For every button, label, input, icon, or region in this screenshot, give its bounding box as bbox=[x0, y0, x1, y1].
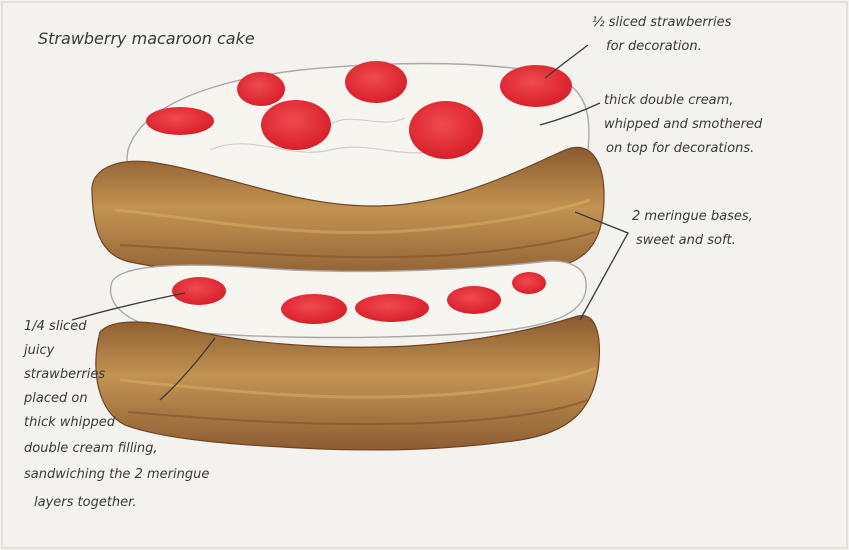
annotation-line: ½ sliced strawberries bbox=[592, 15, 732, 30]
strawberry-filling bbox=[512, 272, 546, 294]
strawberry-top bbox=[237, 72, 285, 106]
annotation-line: 2 meringue bases, bbox=[632, 209, 753, 224]
annotation-line: thick double cream, bbox=[604, 93, 733, 108]
annotation-line: 1/4 sliced bbox=[24, 319, 87, 334]
strawberry-filling bbox=[281, 294, 347, 324]
strawberry-top bbox=[409, 101, 483, 159]
annotation-line: on top for decorations. bbox=[606, 141, 754, 156]
annotation-line: whipped and smothered bbox=[604, 117, 763, 132]
strawberry-filling bbox=[355, 294, 429, 322]
annotation-line: placed on bbox=[23, 391, 88, 406]
drawing-title: Strawberry macaroon cake bbox=[38, 29, 255, 48]
annotation-line: layers together. bbox=[34, 495, 136, 510]
strawberry-top bbox=[345, 61, 407, 103]
strawberry-filling bbox=[172, 277, 226, 305]
annotation-line: sandwiching the 2 meringue bbox=[24, 467, 209, 482]
annotation-line: double cream filling, bbox=[24, 441, 158, 456]
strawberry-top bbox=[261, 100, 331, 150]
annotation-line: strawberries bbox=[24, 367, 105, 382]
annotation-line: for decoration. bbox=[606, 39, 702, 54]
strawberry-filling bbox=[447, 286, 501, 314]
annotation-line: sweet and soft. bbox=[636, 233, 736, 248]
strawberry-top bbox=[500, 65, 572, 107]
annotation-line: juicy bbox=[22, 343, 55, 358]
annotation-line: thick whipped bbox=[24, 415, 116, 430]
strawberry-top bbox=[146, 107, 214, 135]
